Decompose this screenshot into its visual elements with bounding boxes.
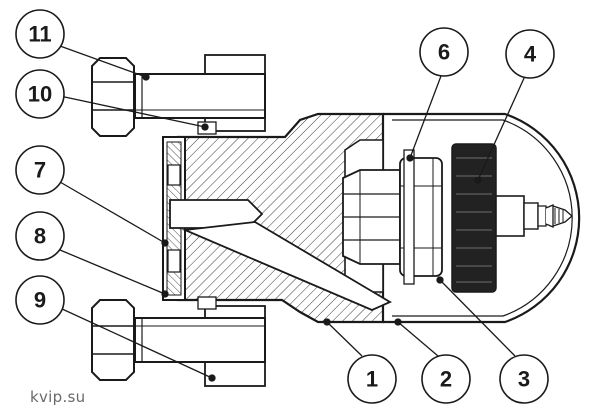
upper-bolt bbox=[91, 54, 266, 137]
callout-label-7: 7 bbox=[34, 158, 46, 183]
callout-2: 2 bbox=[421, 354, 471, 404]
lower-bolt bbox=[91, 296, 266, 387]
callout-label-8: 8 bbox=[34, 224, 46, 249]
rubber-disc bbox=[451, 143, 497, 293]
callout-11: 11 bbox=[15, 9, 65, 59]
callout-label-3: 3 bbox=[518, 367, 530, 392]
valve-fitting bbox=[342, 149, 443, 285]
callout-10: 10 bbox=[15, 69, 65, 119]
callout-label-6: 6 bbox=[438, 40, 450, 65]
callout-label-1: 1 bbox=[366, 367, 378, 392]
callout-7: 7 bbox=[15, 145, 65, 195]
callout-label-11: 11 bbox=[28, 22, 51, 47]
callout-6: 6 bbox=[419, 27, 469, 77]
callout-label-4: 4 bbox=[524, 42, 537, 67]
callout-label-10: 10 bbox=[28, 82, 52, 107]
callout-4: 4 bbox=[505, 29, 555, 79]
leader-lines bbox=[59, 45, 526, 382]
inlet-channel bbox=[169, 199, 392, 311]
watermark-text: kvip.su bbox=[30, 388, 86, 406]
callout-1: 1 bbox=[347, 354, 397, 404]
callout-3: 3 bbox=[499, 354, 549, 404]
callout-9: 9 bbox=[15, 275, 65, 325]
dome-cap bbox=[383, 112, 581, 324]
valve-stem bbox=[495, 195, 573, 237]
callout-8: 8 bbox=[15, 211, 65, 261]
callout-label-9: 9 bbox=[34, 288, 46, 313]
callout-label-2: 2 bbox=[440, 367, 452, 392]
